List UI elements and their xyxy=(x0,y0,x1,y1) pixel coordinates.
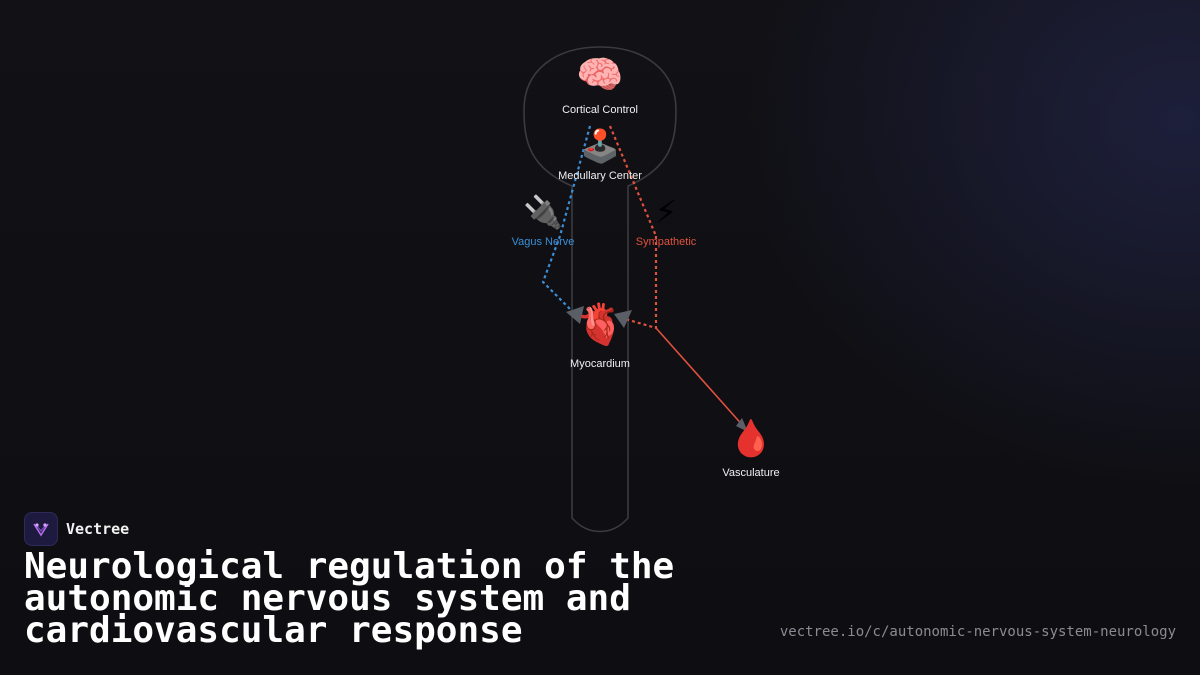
node-label-cortical: Cortical Control xyxy=(562,104,638,116)
node-sympathetic[interactable]: ⚡ Sympathetic xyxy=(636,193,697,248)
node-label-vagus: Vagus Nerve xyxy=(512,236,575,248)
node-vasculature[interactable]: 🩸 Vasculature xyxy=(722,418,779,479)
arrowhead-sympathetic-heart xyxy=(614,310,632,328)
heart-icon: 🫀 xyxy=(575,301,625,348)
node-medullary[interactable]: 🕹️ Medullary Center xyxy=(558,127,642,182)
blood-drop-icon: 🩸 xyxy=(729,418,774,460)
vectree-logo-icon xyxy=(24,512,58,546)
edge-medullary-to-vagus xyxy=(558,125,592,237)
plug-icon: 🔌 xyxy=(523,193,563,231)
body-outline xyxy=(523,46,677,533)
edge-medullary-to-sympathetic xyxy=(608,125,658,237)
node-label-vasculature: Vasculature xyxy=(722,467,779,479)
node-label-sympathetic: Sympathetic xyxy=(636,236,697,248)
brand-name: Vectree xyxy=(66,520,130,538)
joystick-icon: 🕹️ xyxy=(580,127,620,165)
node-myocardium[interactable]: 🫀 Myocardium xyxy=(570,301,630,370)
edge-vagus-to-myocardium xyxy=(541,235,577,316)
lightning-icon: ⚡ xyxy=(655,193,677,231)
arrowhead-vagus-heart xyxy=(566,306,584,324)
edge-sympathetic-to-vasculature xyxy=(655,327,746,429)
node-label-myocardium: Myocardium xyxy=(570,358,630,370)
brain-icon: 🧠 xyxy=(576,52,623,96)
node-vagus[interactable]: 🔌 Vagus Nerve xyxy=(512,193,575,248)
node-cortical[interactable]: 🧠 Cortical Control xyxy=(562,52,638,116)
page-title: Neurological regulation of the autonomic… xyxy=(24,546,675,651)
source-url[interactable]: vectree.io/c/autonomic-nervous-system-ne… xyxy=(779,624,1176,640)
node-label-medullary: Medullary Center xyxy=(558,170,642,182)
arrowhead-sympathetic-vessel xyxy=(736,418,748,432)
brand: Vectree xyxy=(24,512,129,546)
